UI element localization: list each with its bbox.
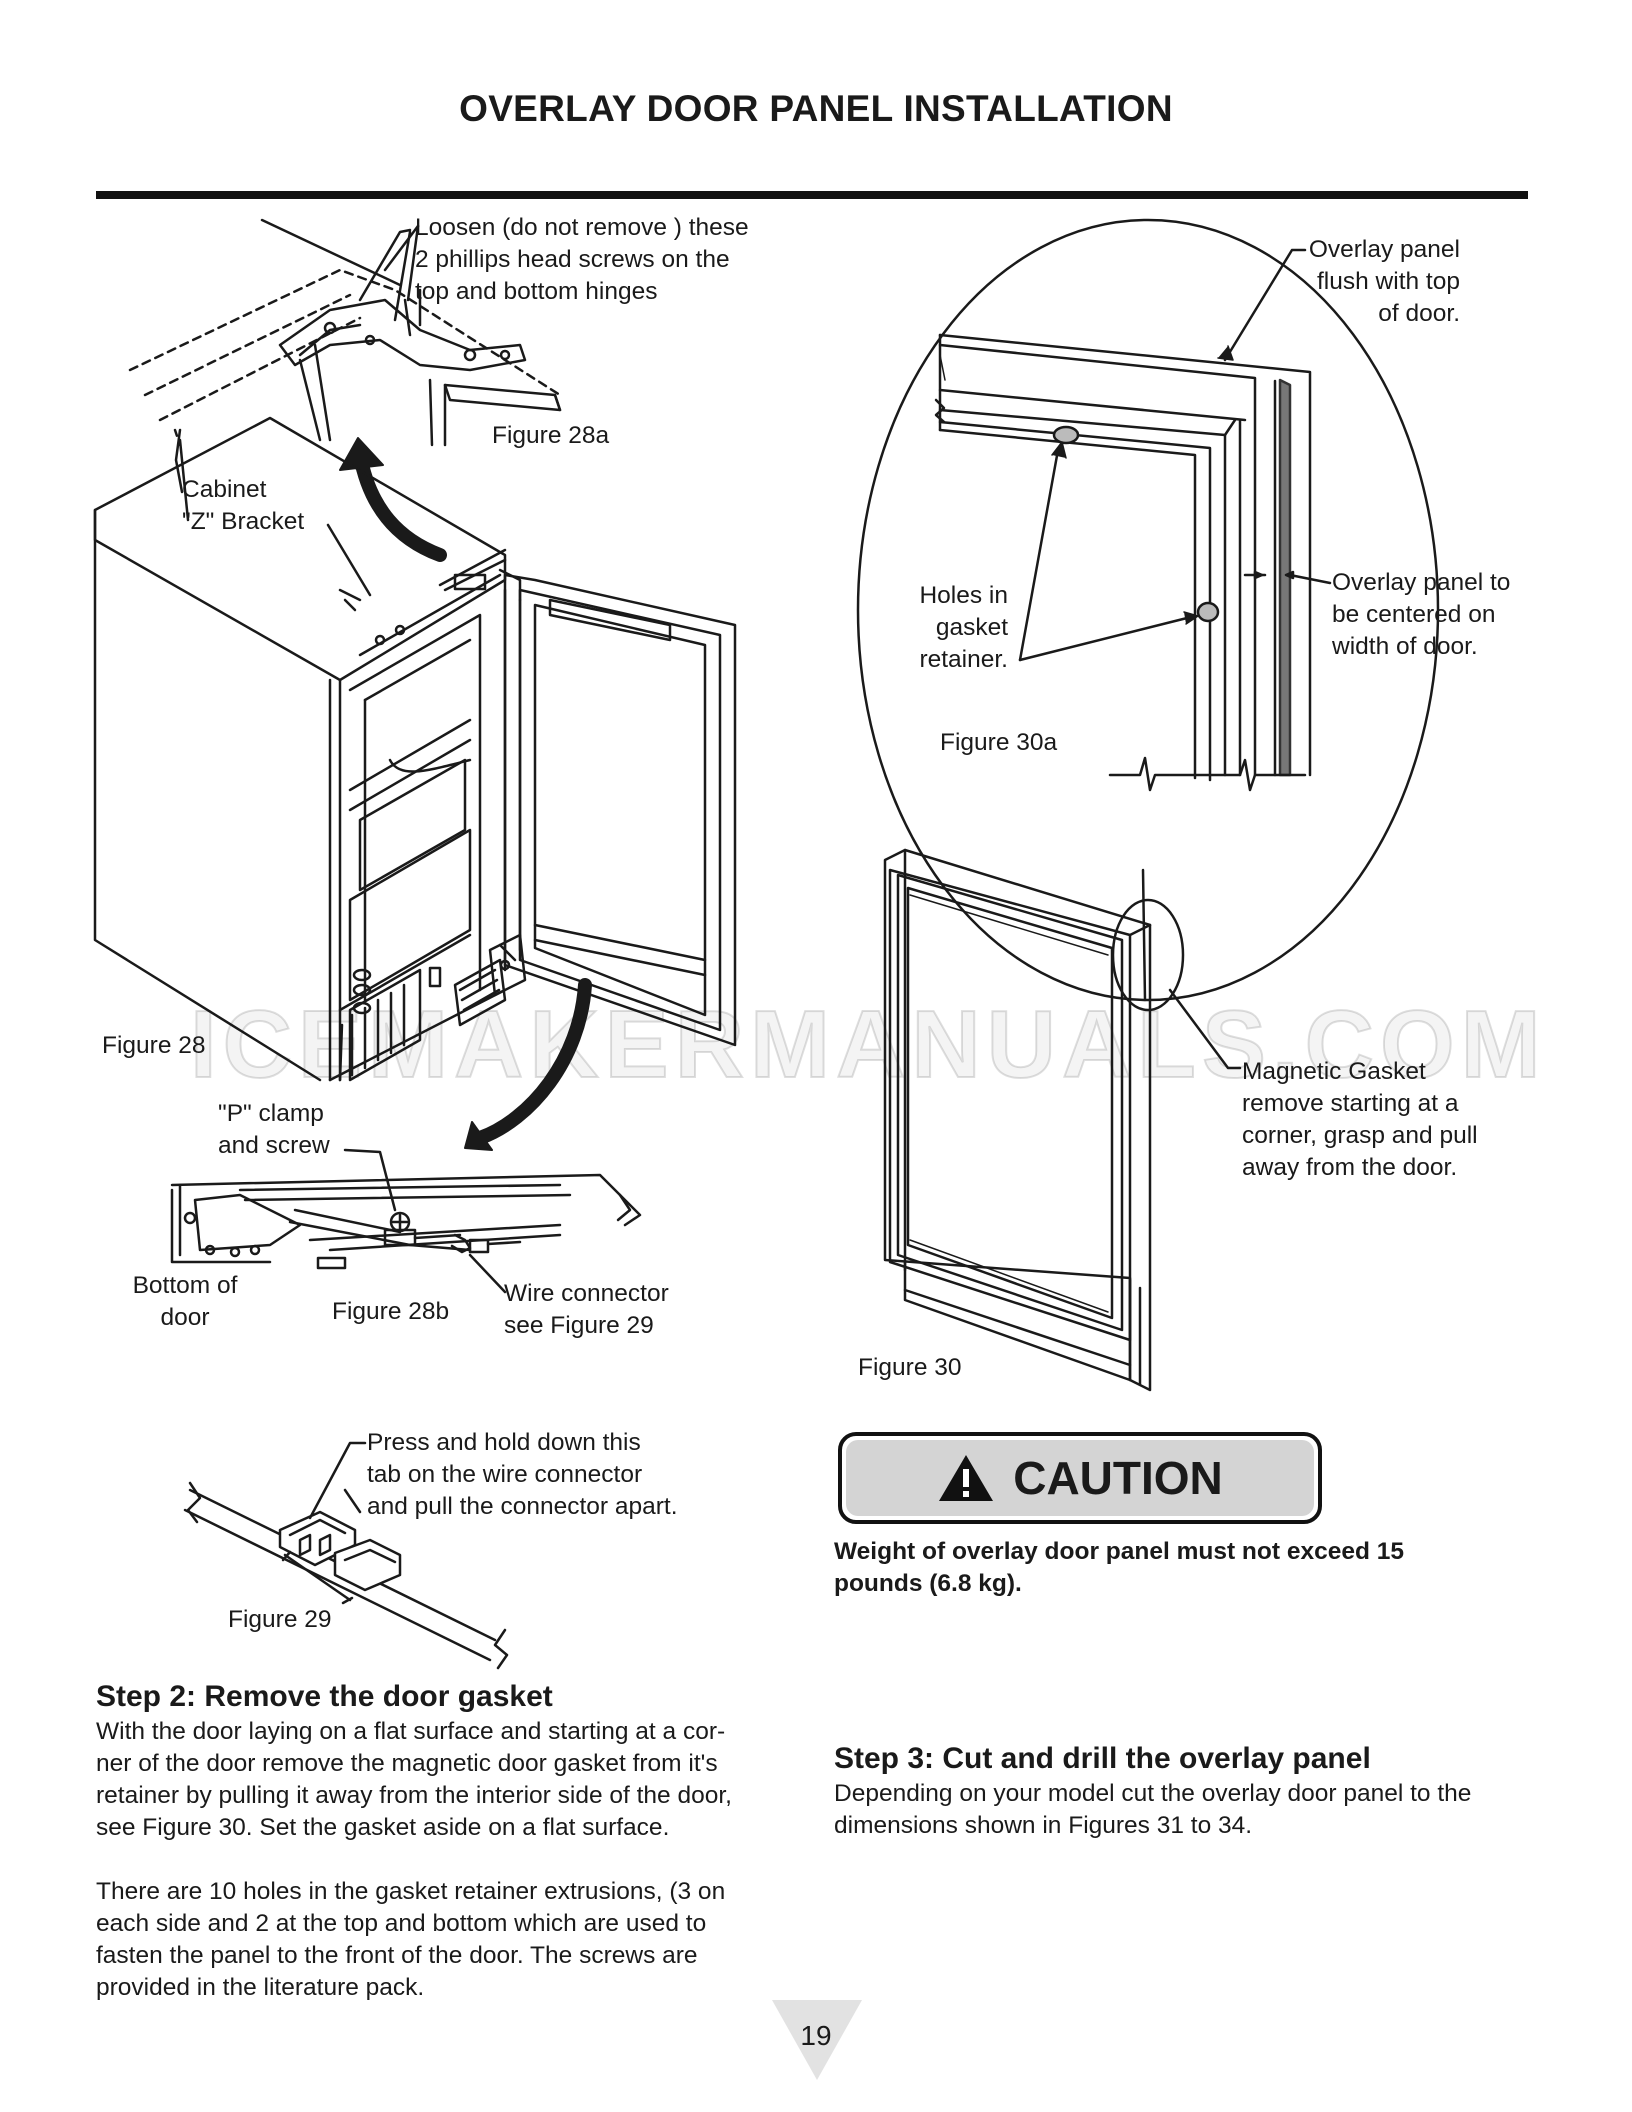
figure-30a-caption: Figure 30a <box>940 729 1058 756</box>
figure-28a-hinge <box>128 218 562 522</box>
callout-bottom-of-door: Bottom of door <box>132 1272 238 1331</box>
title-rule <box>96 191 1528 199</box>
callout-loosen-screws: Loosen (do not remove ) these 2 phillips… <box>415 214 749 305</box>
figure-28b-caption: Figure 28b <box>332 1298 450 1325</box>
step3-heading: Step 3: Cut and drill the overlay panel <box>834 1742 1371 1775</box>
step2-paragraph-1: With the door laying on a flat surface a… <box>96 1718 732 1841</box>
figure-30a-detail <box>856 218 1440 1002</box>
figure-28-door <box>488 573 737 1047</box>
callout-p-clamp: "P" clamp and screw <box>218 1100 330 1159</box>
leader-gasket <box>1168 988 1242 1070</box>
callout-connector-tab: Press and hold down this tab on the wire… <box>367 1429 678 1520</box>
leader-p-clamp <box>343 1148 397 1212</box>
figure-29-caption: Figure 29 <box>228 1606 332 1633</box>
leader-cabinet-bracket <box>174 428 184 494</box>
callout-flush-top: Overlay panel flush with top of door. <box>1308 236 1460 327</box>
leader-28a-screws <box>358 228 412 302</box>
leader-centered-head <box>1253 570 1264 580</box>
caution-text: Weight of overlay door panel must not ex… <box>834 1538 1404 1597</box>
leader-28a-screws-2 <box>393 230 412 322</box>
figure-29-connector <box>183 1481 509 1670</box>
leader-flush-head <box>1217 345 1234 361</box>
leader-holes-head1 <box>1051 441 1067 459</box>
figure-28-caption: Figure 28 <box>102 1032 206 1059</box>
arrow-down-head <box>464 1121 493 1151</box>
leader-flush <box>1223 248 1307 362</box>
step2-paragraph-2: There are 10 holes in the gasket retaine… <box>96 1878 726 2001</box>
magnify-connector <box>1141 868 1147 1002</box>
callout-wire-connector: Wire connector see Figure 29 <box>504 1280 669 1339</box>
page-number: 19 <box>800 2020 832 2051</box>
figure-30-caption: Figure 30 <box>858 1354 962 1381</box>
leader-z-bracket <box>326 523 372 597</box>
leader-wire-connector <box>468 1253 507 1294</box>
figure-28b-bottom-hinge <box>170 1173 642 1270</box>
step3-paragraph-1: Depending on your model cut the overlay … <box>834 1780 1472 1839</box>
callout-holes-retainer: Holes in gasket retainer. <box>919 582 1008 673</box>
arrow-up <box>353 448 447 562</box>
arrow-up-head <box>339 437 384 471</box>
leader-holes-2 <box>1018 614 1197 662</box>
arrow-down <box>473 978 592 1145</box>
callout-centered-width: Overlay panel to be centered on width of… <box>1332 569 1511 660</box>
step2-heading: Step 2: Remove the door gasket <box>96 1680 553 1713</box>
caution-heading: CAUTION <box>1013 1452 1223 1504</box>
leader-centered-head2 <box>1284 570 1295 580</box>
leader-holes-1 <box>1018 448 1060 662</box>
callout-magnetic-gasket: Magnetic Gasket remove starting at a cor… <box>1242 1058 1478 1181</box>
callout-cabinet-bracket: Cabinet "Z" Bracket <box>182 476 305 535</box>
caution-box: CAUTION <box>838 1432 1322 1524</box>
figure-28a-caption: Figure 28a <box>492 422 610 449</box>
warning-triangle-icon <box>939 1455 994 1501</box>
leader-fig29-tab <box>308 1441 367 1520</box>
leader-centered <box>1288 573 1332 585</box>
page-title: OVERLAY DOOR PANEL INSTALLATION <box>459 88 1173 129</box>
leader-holes-head2 <box>1183 611 1199 625</box>
figure-28-cabinet <box>93 416 522 1082</box>
figure-30-door <box>883 848 1185 1392</box>
